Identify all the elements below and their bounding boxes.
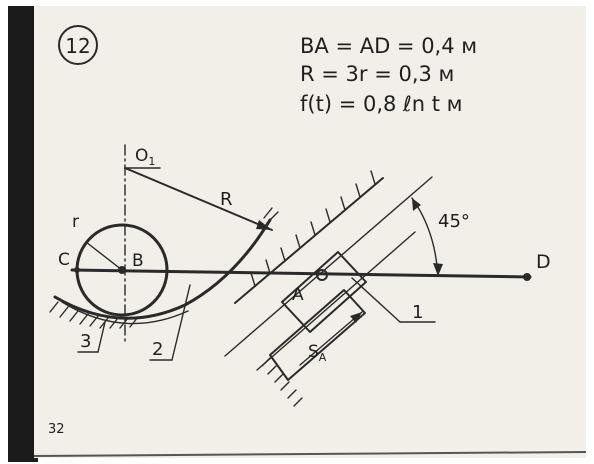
label-1: 1	[412, 302, 423, 323]
problem-number-circle	[58, 25, 98, 65]
point-a-joint	[316, 269, 328, 281]
label-o1: O1	[135, 146, 155, 168]
angle-arrow-top	[412, 198, 421, 211]
label-R: R	[220, 189, 233, 210]
label-B: B	[132, 251, 144, 271]
page-number: 32	[48, 422, 65, 437]
label-D: D	[536, 251, 551, 273]
label-r: r	[72, 212, 79, 232]
given-line-2: R = 3r = 0,3 м	[300, 62, 454, 86]
point-d	[523, 273, 531, 281]
lower-support	[269, 289, 366, 381]
problem-number: 12	[65, 34, 90, 58]
angle-arrow-bottom	[433, 263, 443, 276]
radius-R-arrow	[124, 167, 273, 231]
sa-arrow	[299, 311, 363, 366]
label-angle: 45°	[438, 211, 470, 232]
leader-1	[351, 277, 401, 323]
given-line-1: BA = AD = 0,4 м	[300, 34, 477, 58]
guide-axis-lower	[256, 231, 416, 371]
label-3: 3	[80, 331, 91, 352]
paper-bottom-edge	[33, 451, 587, 457]
label-2: 2	[152, 339, 163, 360]
paper-sheet	[34, 6, 586, 458]
guide-axis-upper	[224, 176, 433, 357]
given-line-3: f(t) = 0,8 ℓn t м	[300, 92, 462, 116]
radius-R-arrowhead	[256, 220, 272, 230]
lower-support-hatching	[261, 357, 303, 407]
ground-hatching-3	[49, 301, 139, 329]
rod-BAD	[70, 268, 532, 279]
leader-2	[171, 284, 191, 361]
left-page-edge	[8, 6, 38, 462]
guide-end-marks	[263, 207, 279, 223]
slider-A	[281, 251, 367, 333]
guide-upper-hatching	[250, 170, 376, 287]
label-C: C	[58, 250, 70, 270]
guide-upper-wall	[234, 177, 384, 304]
label-A: A	[292, 285, 304, 305]
radius-r-arrow	[85, 241, 123, 271]
sa-arrowhead	[350, 312, 362, 323]
leader-3	[97, 321, 106, 353]
label-SA: SA	[308, 342, 327, 364]
